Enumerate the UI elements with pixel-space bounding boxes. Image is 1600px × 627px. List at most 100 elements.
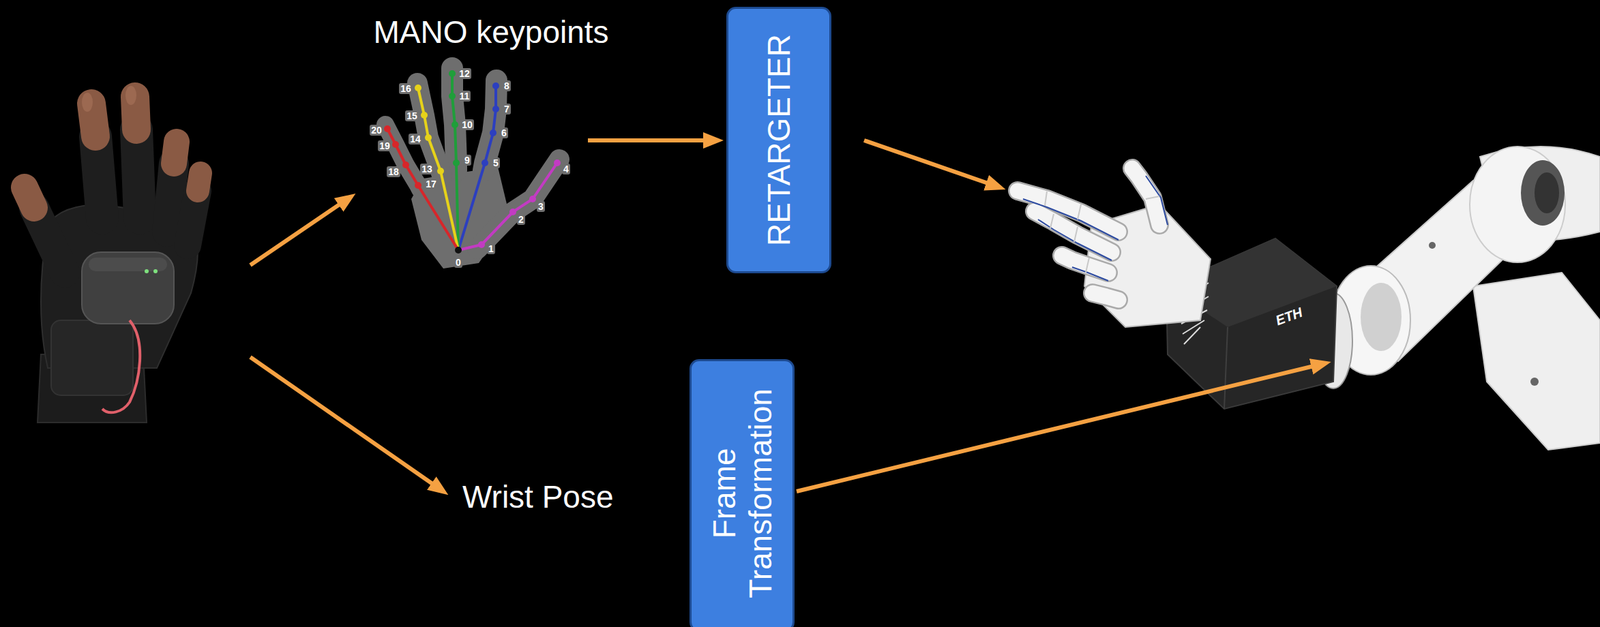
keypoint-dot [489, 129, 497, 137]
keypoint-number: 2 [516, 214, 526, 226]
keypoint-dot [414, 182, 422, 189]
robot-hand [1050, 214, 1054, 229]
robot-arm [1469, 146, 1566, 263]
data-glove [24, 187, 35, 209]
output-label: Wrist Pose [462, 479, 614, 516]
data-glove [81, 252, 174, 324]
keypoint-dot [420, 111, 428, 119]
keypoint-dot [448, 70, 456, 78]
keypoint-dot [492, 82, 500, 90]
hand-skeleton [387, 128, 459, 251]
robot-arm [1314, 146, 1600, 451]
keypoint-number: 14 [408, 133, 423, 145]
keypoint-number: 5 [491, 157, 500, 169]
data-glove [153, 269, 158, 274]
keypoint-dot [478, 241, 485, 249]
data-glove [51, 320, 133, 396]
keypoint-hand: MANO keypoints [377, 66, 573, 273]
robot-hand [1092, 293, 1119, 301]
robot-hand [1061, 255, 1109, 273]
keypoint-dot [392, 141, 399, 148]
flow-arrow [587, 138, 718, 143]
keypoint-number: 13 [420, 163, 434, 175]
data-glove [24, 96, 201, 209]
robot-hand [1017, 168, 1160, 301]
keypoint-number: 4 [561, 163, 571, 175]
keypoint-number: 1 [486, 243, 496, 255]
data-glove [81, 92, 93, 112]
flow-arrow [796, 363, 1326, 492]
robot-hand [1077, 204, 1081, 220]
robot-hand [1038, 219, 1112, 261]
keypoint-dot [529, 195, 537, 203]
keypoint-dot [448, 92, 456, 100]
keypoint-number: 17 [424, 178, 438, 190]
keypoint-dot [424, 134, 432, 142]
tendon-wires [1182, 320, 1205, 335]
tendon-wires [1183, 327, 1201, 345]
keypoint-dot [481, 159, 489, 167]
data-glove [197, 173, 201, 191]
data-glove [125, 85, 137, 106]
box-label: Frame Transformation [705, 371, 779, 616]
hand-skeleton [387, 73, 558, 251]
process-box: RETARGETER [726, 6, 832, 274]
keypoint-dot [437, 167, 444, 175]
keypoint-dot [451, 121, 459, 129]
brand-text: ETH [1271, 304, 1307, 329]
keypoint-dot [452, 159, 460, 167]
robot-hand [1017, 168, 1160, 301]
data-glove [91, 103, 96, 137]
keypoint-dot [383, 70, 561, 254]
robot-hand [1044, 191, 1047, 206]
hand-skeleton [458, 85, 496, 251]
keypoint-dot [414, 84, 422, 92]
keypoint-number: 20 [369, 124, 384, 136]
robot-arm [1530, 377, 1539, 387]
keypoint-number: 9 [463, 154, 472, 166]
robot-hand [1092, 293, 1119, 301]
flow-arrow [250, 357, 444, 492]
keypoint-number: 15 [405, 110, 419, 122]
keypoint-number: 7 [502, 103, 511, 115]
robot-hand [1023, 175, 1168, 281]
robot-hand [1044, 191, 1160, 273]
data-glove [135, 96, 137, 130]
keypoint-dot [402, 161, 410, 169]
robot-hand [1145, 196, 1160, 200]
robot-arm [1520, 160, 1565, 226]
keypoint-number: 18 [386, 166, 401, 178]
robot-arm [1360, 283, 1402, 352]
keypoint-number: 11 [458, 90, 472, 102]
robot-hand [1085, 257, 1090, 273]
keypoint-dot [509, 208, 517, 216]
process-box: Frame Transformation [689, 359, 795, 627]
hand-skeleton [458, 163, 558, 251]
keypoint-number: 8 [502, 80, 511, 92]
robot-arm [1534, 172, 1560, 214]
figure-title: MANO keypoints [373, 14, 609, 51]
keypoint-dot [492, 105, 500, 113]
keypoint-number: 6 [499, 127, 509, 139]
hand-silhouette [385, 68, 560, 249]
robot-hand [1074, 227, 1078, 243]
data-glove [173, 141, 177, 164]
hand-housing [1224, 327, 1228, 410]
keypoint-dot [383, 125, 391, 133]
keypoint-number: 0 [454, 257, 463, 269]
keypoint-number: 3 [536, 201, 545, 213]
data-glove [34, 129, 198, 273]
data-glove [24, 85, 201, 423]
robot-hand [1017, 168, 1211, 328]
keypoint-number: 10 [460, 119, 474, 131]
hand-silhouette [385, 68, 560, 269]
data-glove [81, 85, 137, 112]
robot-arm [1473, 272, 1600, 451]
box-label: RETARGETER [761, 19, 798, 262]
keypoint-number: 12 [457, 68, 472, 80]
robot-hand [1072, 267, 1109, 281]
keypoint-number: 19 [377, 140, 392, 152]
robot-arm [1428, 242, 1436, 249]
data-glove [144, 269, 149, 274]
